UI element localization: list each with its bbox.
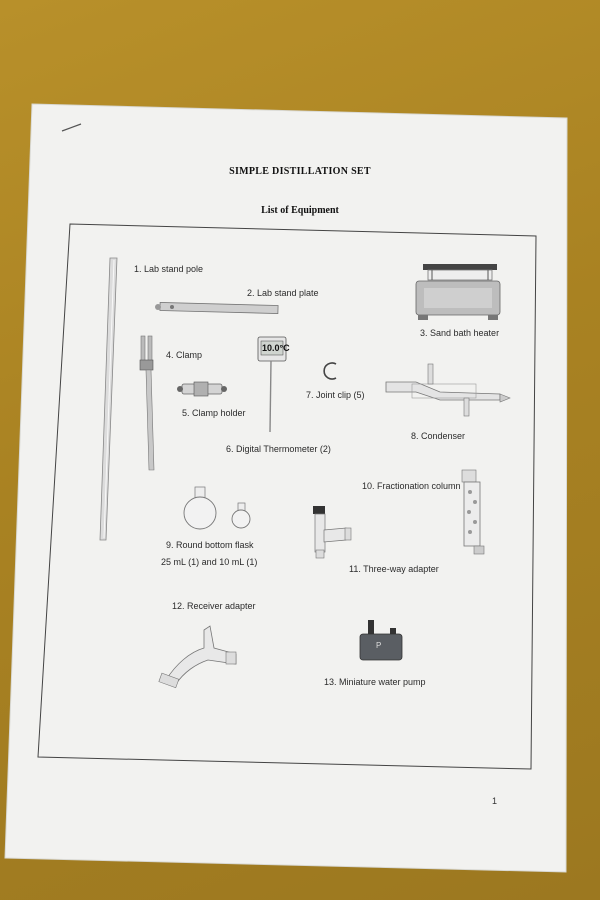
condenser-icon [385,363,511,417]
page-number: 1 [492,796,498,806]
receiver-adapter-icon [158,625,237,689]
sand-bath-heater-icon [415,264,501,320]
equipment-label-11: 11. Three-way adapter [349,564,439,574]
document-subtitle: List of Equipment [261,205,339,216]
round-bottom-flask-icon [183,486,251,530]
paper [5,104,567,872]
equipment-label-7: 7. Joint clip (5) [306,390,365,400]
equipment-label-5: 5. Clamp holder [182,408,246,418]
document-title: SIMPLE DISTILLATION SET [229,166,371,177]
thermometer-display: 10.0°C [262,343,290,353]
equipment-label-12: 12. Receiver adapter [172,601,256,611]
clamp-holder-icon [177,381,227,397]
pump-letter: P [376,641,382,650]
pen-mark [61,123,82,132]
equipment-box [37,223,537,770]
clamp-icon [139,335,155,471]
fractionation-column-icon [461,469,485,555]
equipment-label-6: 6. Digital Thermometer (2) [226,444,331,454]
equipment-label-1: 1. Lab stand pole [134,264,204,274]
miniature-water-pump-icon [359,620,403,661]
equipment-label-10: 10. Fractionation column [362,481,461,491]
flask-sizes: 25 mL (1) and 10 mL (1) [161,557,258,567]
lab-stand-pole-icon [99,257,118,541]
equipment-label-2: 2. Lab stand plate [247,288,319,298]
equipment-label-4: 4. Clamp [166,350,203,360]
three-way-adapter-icon [313,506,352,559]
equipment-label-3: 3. Sand bath heater [420,328,500,338]
equipment-label-8: 8. Condenser [411,431,466,441]
digital-thermometer-icon [257,336,287,433]
equipment-label-9: 9. Round bottom flask [166,540,254,550]
joint-clip-icon [323,362,337,380]
equipment-label-13: 13. Miniature water pump [324,677,426,687]
lab-stand-plate-icon [155,302,279,314]
